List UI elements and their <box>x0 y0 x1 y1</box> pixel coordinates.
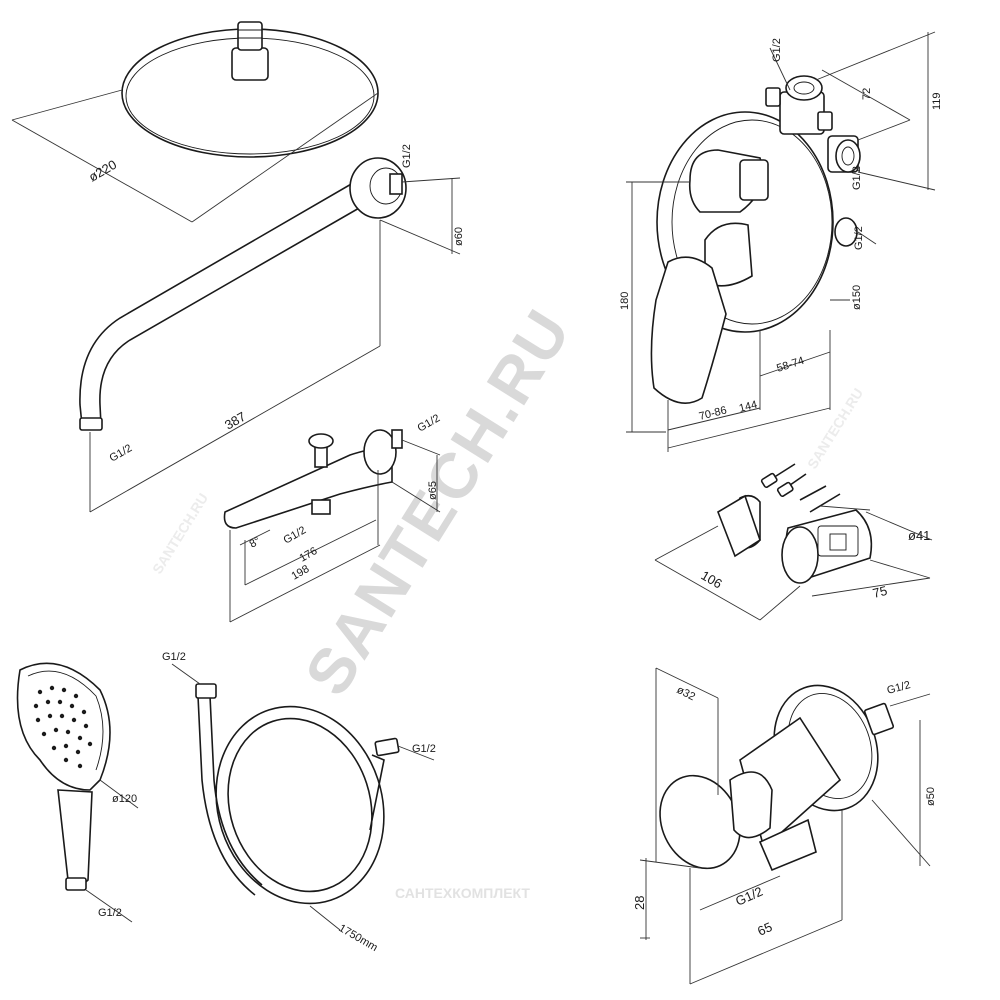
holder-length-label: 75 <box>871 583 889 601</box>
mixer-dim-b3-label: 144 <box>738 399 759 415</box>
arm-thread-bottom-label: G1/2 <box>108 442 135 464</box>
hose-length-label: 1750mm <box>337 922 380 954</box>
mixer-dim-b1-label: 58-74 <box>775 355 805 375</box>
mixer-thread-right1-label: G1/2 <box>851 166 863 190</box>
arm-thread-top-label: G1/2 <box>401 144 413 168</box>
spout-height-label: ø65 <box>427 481 439 500</box>
spout-length-outer-label: 198 <box>290 563 312 583</box>
mixer-diameter-label: ø150 <box>851 285 863 310</box>
outlet-height-label: ø50 <box>925 787 937 806</box>
spray-nozzles <box>33 685 93 769</box>
outlet-width-label: 65 <box>755 919 774 939</box>
outlet-diameter-top-label: ø32 <box>675 684 697 703</box>
overhead-diameter-label: ø220 <box>86 157 119 185</box>
hand-shower-drawing: ø120 G1/2 <box>16 662 139 923</box>
watermark-small-left: SANTECH.RU <box>149 490 211 576</box>
holder-diameter-label: ø41 <box>908 528 930 543</box>
spout-length-inner-label: 176 <box>298 545 320 565</box>
spout-angle-label: 8° <box>248 535 263 551</box>
hand-shower-thread-label: G1/2 <box>98 907 122 919</box>
watermark-small-right: SANTECH.RU <box>804 385 866 471</box>
mixer-dim-top1-label: 72 <box>861 88 873 100</box>
hose-drawing: G1/2 G1/2 1750mm <box>162 651 436 954</box>
outlet-thread-top-label: G1/2 <box>886 679 912 697</box>
mixer-height-label: 180 <box>619 292 631 310</box>
mixer-drawing: G1/2 72 119 G1/2 G1/2 180 ø150 58-74 70-… <box>619 31 943 452</box>
hand-shower-diameter-label: ø120 <box>112 793 137 805</box>
arm-length-label: 387 <box>222 409 248 433</box>
overhead-shower-drawing: ø220 <box>11 21 379 223</box>
watermark-main: SANTECH.RU <box>291 296 585 707</box>
holder-depth-label: 106 <box>699 568 725 592</box>
arm-height-label: ø60 <box>453 227 465 246</box>
hose-thread-right-label: G1/2 <box>412 743 436 755</box>
outlet-dim-left-label: 28 <box>632 896 647 910</box>
spout-thread-bottom-label: G1/2 <box>282 524 309 546</box>
shower-arm-drawing: G1/2 ø60 387 G1/2 <box>79 144 465 513</box>
mixer-thread-right2-label: G1/2 <box>853 226 865 250</box>
mixer-thread-top-label: G1/2 <box>771 38 783 62</box>
hose-thread-left-label: G1/2 <box>162 651 186 663</box>
mixer-dim-b2-label: 70-86 <box>698 404 728 422</box>
mixer-dim-top2-label: 119 <box>931 92 943 110</box>
watermark-footer: САНТЕХКОМПЛЕКТ <box>395 885 530 901</box>
shower-holder-drawing: 106 75 ø41 <box>654 463 933 621</box>
spout-thread-top-label: G1/2 <box>416 412 443 434</box>
outlet-thread-bottom-label: G1/2 <box>733 884 765 909</box>
wall-outlet-drawing: ø32 G1/2 ø50 28 G1/2 65 <box>632 667 937 985</box>
mounting-screws <box>760 463 841 513</box>
